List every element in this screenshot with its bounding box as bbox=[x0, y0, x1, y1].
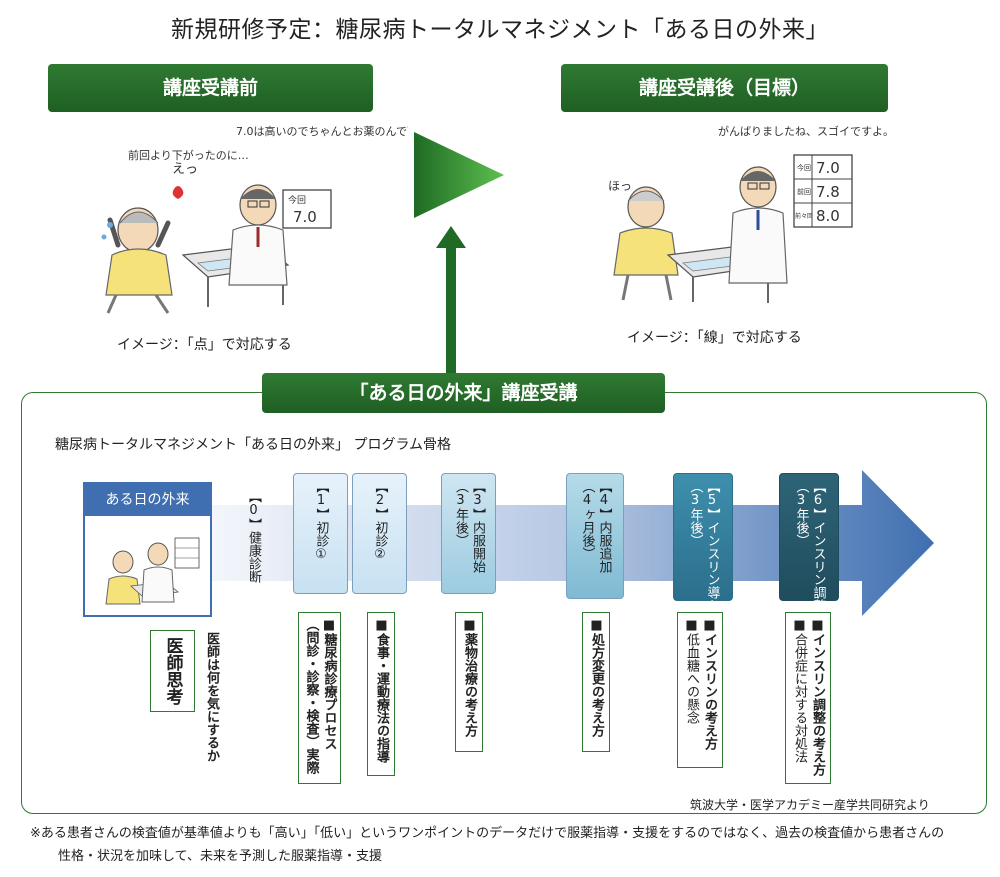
note-stage-1: ■糖尿病診療プロセス （問診・診察・検査）実際 bbox=[298, 612, 341, 784]
patient-relief: ほっ bbox=[608, 179, 632, 193]
credit-text: 筑波大学・医学アカデミー産学共同研究より bbox=[690, 798, 930, 812]
doctor-figure bbox=[228, 184, 288, 286]
case-thumbnail-illustration bbox=[105, 537, 200, 605]
note-stage-5: ■インスリンの考え方 ■低血糖への懸念 bbox=[677, 612, 723, 768]
before-caption: イメージ：「点」で対応する bbox=[117, 337, 292, 353]
stage-5: 【5】インスリン導入 （3年後） bbox=[673, 473, 733, 612]
doctor-question: 医師は何を気にするか bbox=[204, 632, 219, 762]
patient-exclaim: えっ bbox=[172, 162, 198, 177]
doctor-speech: 7.0は高いのでちゃんとお薬のんで下さい。 bbox=[236, 124, 408, 138]
stage-3: 【3】内服開始 （3年後） bbox=[441, 473, 496, 594]
doctor-thinking-box: 医師思考 bbox=[150, 630, 195, 712]
doctor-speech: がんばりましたね、スゴイですよ。 bbox=[718, 124, 894, 138]
program-skeleton-label: 糖尿病トータルマネジメント「ある日の外来」 プログラム骨格 bbox=[55, 437, 452, 453]
stage-4: 【4】内服追加 （4ヶ月後） bbox=[566, 473, 624, 599]
footnote-line-1: ※ある患者さんの検査値が基準値よりも「高い」「低い」というワンポイントのデータだ… bbox=[30, 826, 945, 841]
stage-1: 【1】初診① bbox=[293, 473, 348, 594]
smiling-doctor-figure bbox=[728, 166, 788, 284]
stage-6: 【6】インスリン調整 （3年後） bbox=[779, 473, 839, 612]
stage-4-timing: （4ヶ月後） bbox=[579, 480, 595, 560]
stage-3-timing: （3年後） bbox=[453, 480, 468, 547]
lab-value-sign: 今回 7.0 bbox=[282, 189, 332, 229]
note-stage-4: ■処方変更の考え方 bbox=[582, 612, 610, 752]
page-title: 新規研修予定：糖尿病トータルマネジメント「ある日の外来」 bbox=[171, 17, 829, 43]
stage-5-timing: （3年後） bbox=[687, 480, 703, 547]
case-card: ある日の外来 bbox=[83, 482, 212, 617]
patient-speech: 前回より下がったのに… bbox=[128, 148, 249, 162]
svg-text:7.8: 7.8 bbox=[816, 183, 840, 201]
relieved-patient-figure bbox=[613, 186, 679, 301]
stage-4-label: 【4】内服追加 bbox=[596, 480, 612, 573]
after-caption: イメージ：「線」で対応する bbox=[627, 330, 802, 346]
note-stage-3: ■薬物治療の考え方 bbox=[455, 612, 483, 752]
lab-history-board: 今回 7.0 前回 7.8 前々回 8.0 bbox=[793, 154, 853, 228]
after-illustration: ほっ がんばりましたね、スゴイですよ。 今回 7.0 前回 7.8 前々回 8.… bbox=[608, 124, 894, 303]
case-card-title: ある日の外来 bbox=[85, 484, 210, 516]
after-course-header: 講座受講後（目標） bbox=[561, 64, 888, 112]
before-illustration: 前回より下がったのに… えっ 7.0は高いのでちゃんとお薬のんで下さい。 今回 … bbox=[101, 124, 408, 314]
stage-0-label: 【0】健康診断 bbox=[246, 490, 261, 583]
note-stage-2: ■食事・運動療法の指導 bbox=[367, 612, 395, 776]
stage-6-label: 【6】インスリン調整 bbox=[810, 480, 826, 612]
before-course-header: 講座受講前 bbox=[48, 64, 373, 112]
heart-shock-icon bbox=[172, 186, 184, 199]
stage-0: 【0】健康診断 bbox=[242, 484, 264, 584]
stage-2: 【2】初診② bbox=[352, 473, 407, 594]
stage-5-label: 【5】インスリン導入 bbox=[704, 480, 720, 612]
course-header: 「ある日の外来」講座受講 bbox=[262, 373, 665, 413]
svg-text:今回: 今回 bbox=[288, 194, 306, 206]
stage-6-timing: （3年後） bbox=[793, 480, 809, 547]
up-arrow-icon bbox=[436, 226, 466, 376]
svg-text:前々回: 前々回 bbox=[795, 212, 813, 220]
doctor-thinking-title: 医師思考 bbox=[162, 637, 183, 705]
svg-text:8.0: 8.0 bbox=[816, 207, 840, 225]
progress-arrow-icon bbox=[414, 132, 504, 218]
stage-1-label: 【1】初診① bbox=[313, 480, 329, 562]
svg-text:今回: 今回 bbox=[797, 163, 811, 172]
svg-text:前回: 前回 bbox=[797, 187, 811, 196]
svg-text:7.0: 7.0 bbox=[293, 208, 317, 226]
svg-text:7.0: 7.0 bbox=[816, 159, 840, 177]
worried-patient-figure bbox=[101, 207, 173, 314]
stage-2-label: 【2】初診② bbox=[372, 480, 388, 562]
footnote-line-2: 性格・状況を加味して、未来を予測した服薬指導・支援 bbox=[58, 849, 382, 864]
stage-3-label: 【3】内服開始 bbox=[470, 480, 485, 573]
note-stage-6: ■インスリン調整の考え方 ■合併症に対する対処法 bbox=[785, 612, 831, 784]
